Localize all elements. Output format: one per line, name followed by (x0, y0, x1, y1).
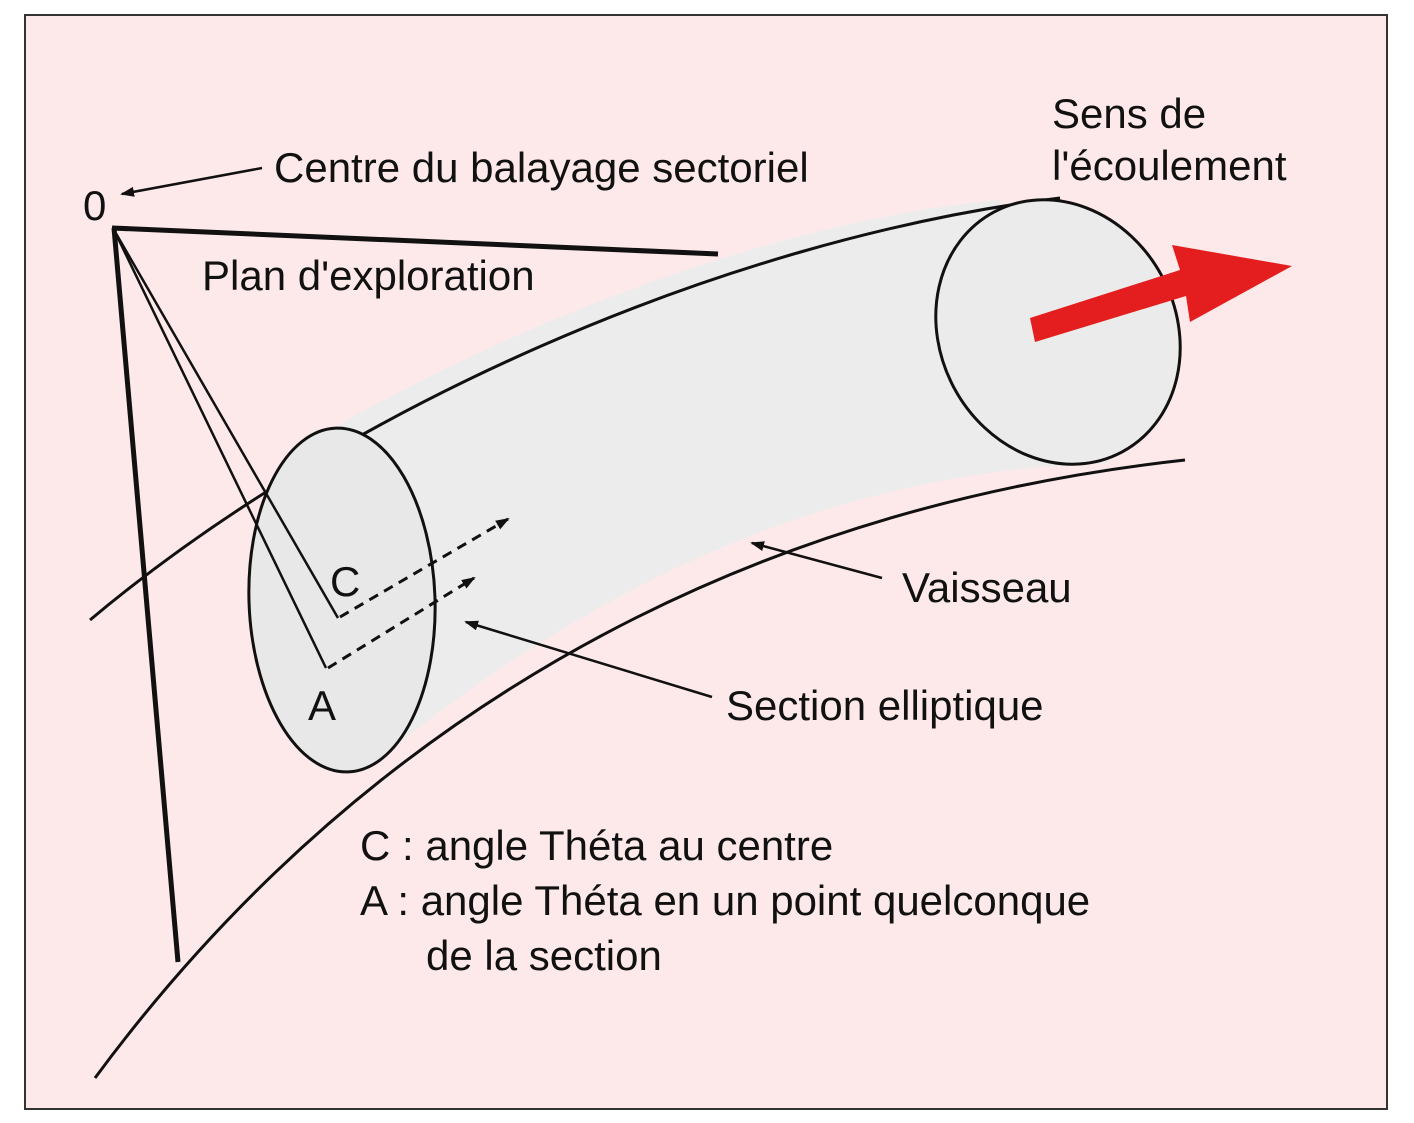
section-label: Section elliptique (726, 682, 1044, 729)
legend-line-c: C : angle Théta au centre (360, 822, 833, 869)
origin-label: 0 (83, 182, 106, 229)
point-a-label: A (308, 682, 336, 729)
elliptic-section (247, 426, 437, 774)
flow-direction-arrow (1030, 245, 1292, 342)
vessel-body (330, 200, 1110, 770)
legend-line-a-cont: de la section (426, 932, 662, 979)
flow-vector-c (339, 517, 510, 619)
flow-sense-label-line1: Sens de (1052, 90, 1206, 137)
centre-label: Centre du balayage sectoriel (274, 144, 809, 191)
pointer-vaisseau-arrow (750, 541, 883, 580)
scan-plane-top-edge (111, 225, 719, 257)
beam-to-c (112, 229, 340, 619)
vessel-lower-curve (93, 458, 1186, 1079)
flow-sense-label-line2: l'écoulement (1052, 142, 1287, 189)
pointer-section-arrow (464, 620, 713, 699)
vessel-upper-curve (89, 196, 1061, 622)
legend-line-a: A : angle Théta en un point quelconque (360, 877, 1090, 924)
plan-label: Plan d'exploration (202, 252, 535, 299)
pointer-centre-arrow (120, 166, 263, 197)
vaisseau-label: Vaisseau (902, 564, 1072, 611)
beam-to-a (112, 229, 328, 669)
point-c-label: C (330, 558, 360, 605)
scan-plane-left-edge (111, 227, 181, 963)
flow-vector-a (327, 576, 476, 670)
